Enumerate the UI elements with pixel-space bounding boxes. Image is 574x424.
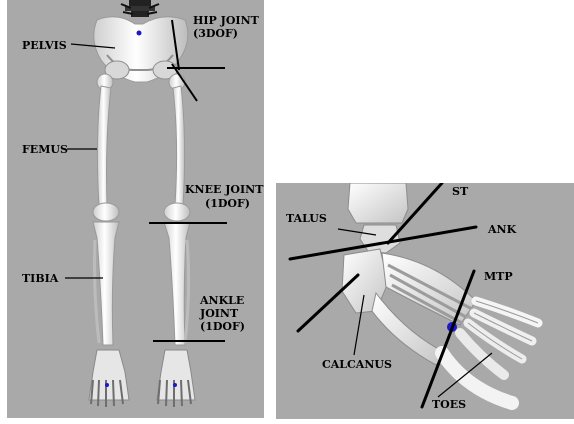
pelvis-joint-marker bbox=[137, 31, 142, 36]
ankle-joint-label-line2: JOINT bbox=[199, 307, 239, 320]
toes-label: TOES bbox=[432, 398, 466, 411]
foot-detail-drawing: ST TALUS ANK MTP CALCANUS TOES bbox=[276, 183, 574, 419]
femus-label: FEMUS bbox=[22, 143, 68, 156]
pelvis-label: PELVIS bbox=[22, 39, 67, 52]
tibia-stub bbox=[348, 183, 408, 223]
legs-skeleton-drawing: PELVIS HIP JOINT (3DOF) FEMUS KNEE JOINT… bbox=[7, 0, 264, 418]
left-foot bbox=[89, 350, 129, 407]
st-label: ST bbox=[452, 185, 469, 198]
heel-axis bbox=[298, 275, 358, 331]
calcanus-label: CALCANUS bbox=[322, 358, 392, 371]
talus-label: TALUS bbox=[286, 212, 327, 225]
hip-joint-label: HIP JOINT bbox=[193, 14, 260, 27]
right-femur bbox=[164, 74, 190, 221]
ankle-joint-label: ANKLE bbox=[199, 294, 244, 307]
tibia-label: TIBIA bbox=[22, 272, 59, 285]
hip-joint-dof-label: (3DOF) bbox=[193, 27, 238, 40]
right-tibia bbox=[164, 222, 190, 345]
knee-joint-label: KNEE JOINT bbox=[185, 183, 264, 196]
spine-vertebrae bbox=[121, 0, 159, 17]
right-foot bbox=[157, 350, 195, 407]
ank-label: ANK bbox=[487, 223, 517, 236]
mtp-label: MTP bbox=[484, 270, 513, 283]
legs-skeleton-panel: PELVIS HIP JOINT (3DOF) FEMUS KNEE JOINT… bbox=[7, 0, 264, 418]
knee-joint-dof-label: (1DOF) bbox=[205, 197, 250, 210]
left-tibia bbox=[93, 222, 119, 345]
ankle-joint-dof-label: (1DOF) bbox=[200, 320, 245, 333]
foot-detail-panel: ST TALUS ANK MTP CALCANUS TOES bbox=[276, 183, 574, 419]
left-femur bbox=[93, 74, 119, 221]
